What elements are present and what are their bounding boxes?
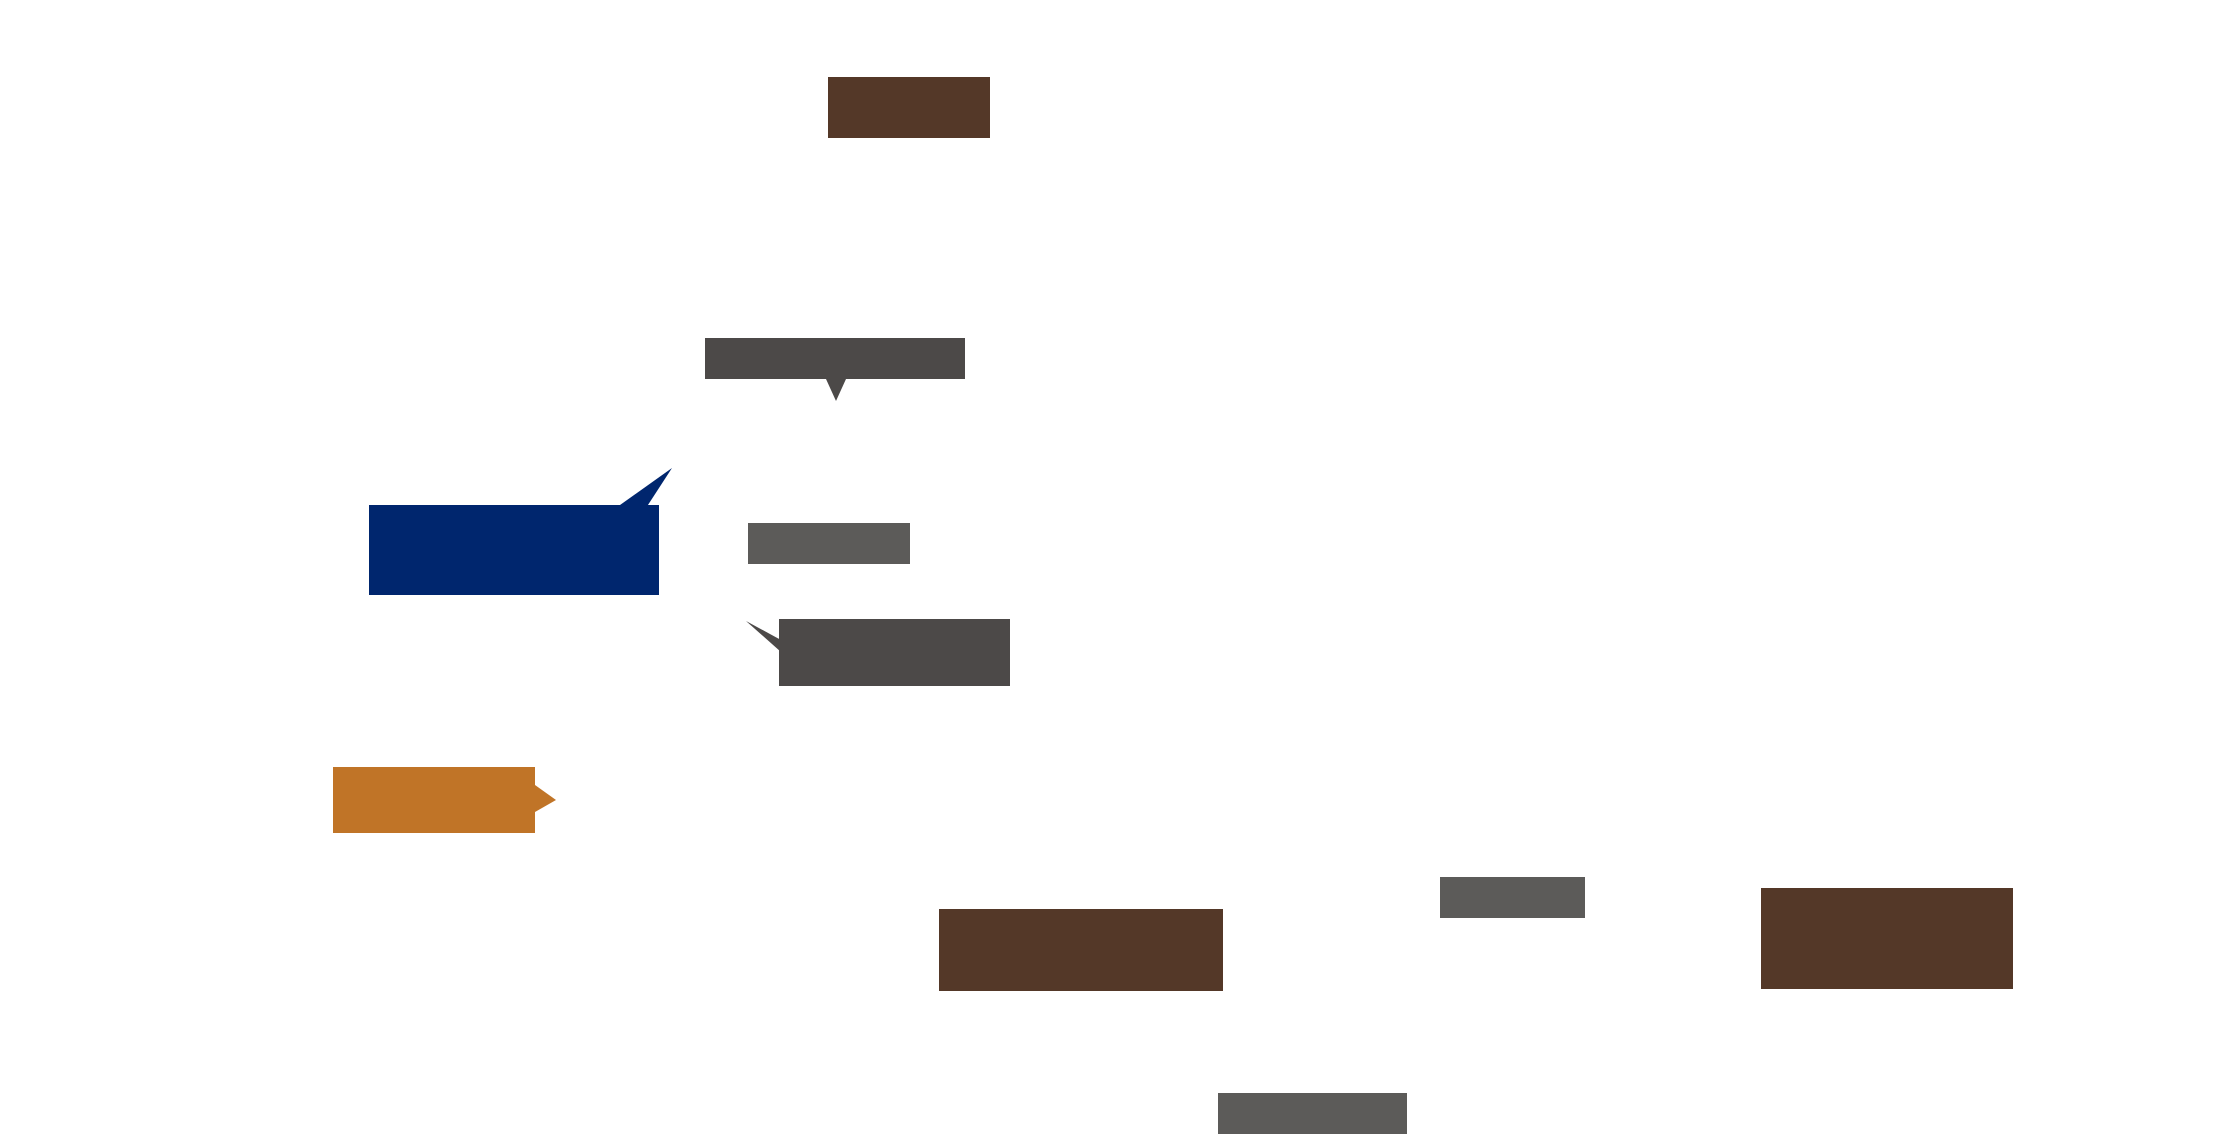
diagram-node-4 bbox=[748, 523, 910, 564]
node-pointer bbox=[746, 621, 781, 652]
diagram-node-8 bbox=[1440, 877, 1585, 918]
node-box bbox=[333, 767, 535, 833]
diagram-node-7 bbox=[939, 909, 1223, 991]
diagram-node-2 bbox=[705, 338, 965, 401]
node-pointer bbox=[826, 379, 846, 401]
nodes-layer bbox=[333, 77, 2013, 1134]
node-box bbox=[1761, 888, 2013, 989]
node-pointer bbox=[620, 468, 672, 508]
diagram-node-9 bbox=[1761, 888, 2013, 989]
node-box bbox=[369, 505, 659, 595]
node-box bbox=[828, 77, 990, 138]
diagram-node-3 bbox=[369, 468, 672, 595]
node-box bbox=[939, 909, 1223, 991]
diagram-node-6 bbox=[333, 767, 556, 833]
node-box bbox=[748, 523, 910, 564]
node-pointer bbox=[535, 785, 556, 812]
node-box bbox=[779, 619, 1010, 686]
diagram-node-5 bbox=[746, 619, 1010, 686]
node-box bbox=[1218, 1093, 1407, 1134]
diagram-node-1 bbox=[828, 77, 990, 138]
diagram-node-10 bbox=[1218, 1093, 1407, 1134]
node-box bbox=[705, 338, 965, 379]
node-box bbox=[1440, 877, 1585, 918]
